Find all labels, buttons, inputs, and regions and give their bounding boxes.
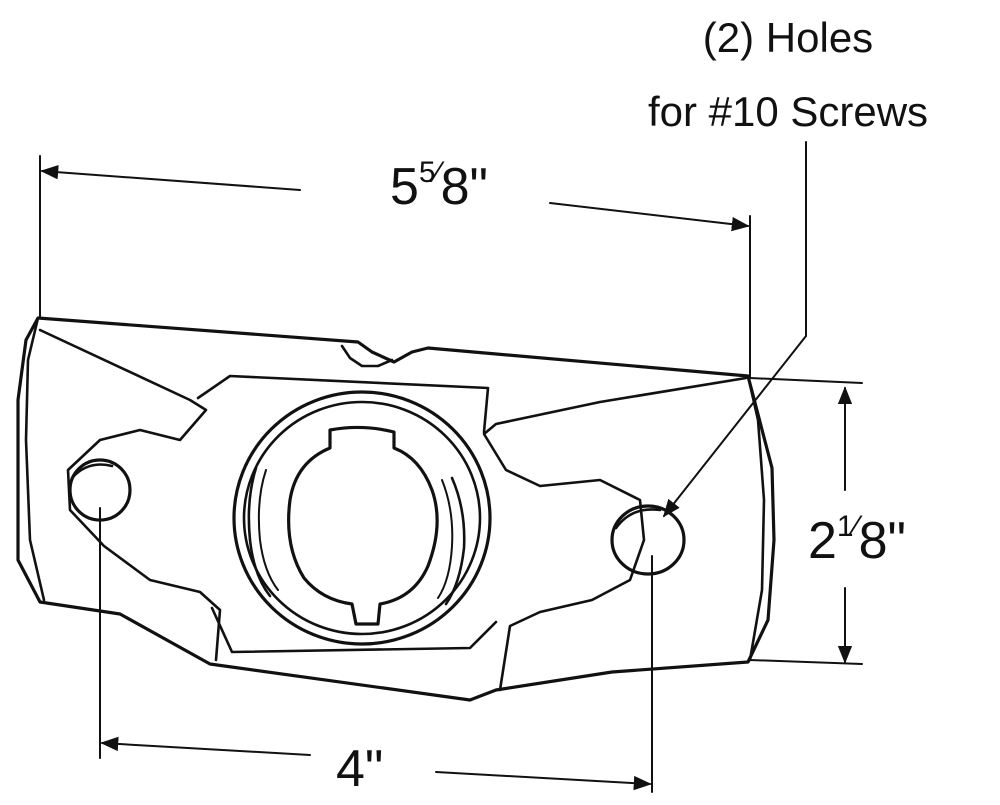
callout-line-2: for #10 Screws [648,88,928,135]
center-pad [196,374,498,654]
left-hole-shade [70,463,114,480]
left-edge-thickness [24,316,46,602]
left-bayonet-slot [247,466,272,598]
left-bayonet-slot-inner [257,469,279,591]
top-notch [340,344,394,368]
mounting-bracket [16,316,776,702]
callout-leader-line [662,141,807,518]
width-dimension-label: 55⁄8" [390,156,488,216]
spacing-dimension-label: 4" [336,740,383,798]
spacing-arrow-left [100,736,311,756]
width-arrow-left [40,165,301,191]
right-screw-hole [610,504,686,576]
right-lobe [482,376,748,692]
height-dimension: 21⁄8" [749,377,906,665]
right-hole-shade [614,508,662,530]
holes-callout: (2) Holes for #10 Screws [648,14,928,518]
width-dimension: 55⁄8" [39,155,751,379]
right-bayonet-slot [444,476,466,606]
width-arrow-right [549,202,750,232]
hole-spacing-dimension: 4" [99,507,653,798]
spacing-arrow-right [435,771,652,791]
socket-outer-ring [232,390,492,646]
height-extension-top [749,377,863,384]
socket-inner-ring [242,400,482,636]
callout-line-1: (2) Holes [703,14,873,61]
right-edge-thickness [746,374,766,662]
bracket-outline [16,316,776,702]
left-lobe [38,328,222,662]
height-dimension-label: 21⁄8" [808,510,906,570]
socket-keyed-opening [287,425,439,626]
right-bayonet-slot-inner [437,479,454,599]
